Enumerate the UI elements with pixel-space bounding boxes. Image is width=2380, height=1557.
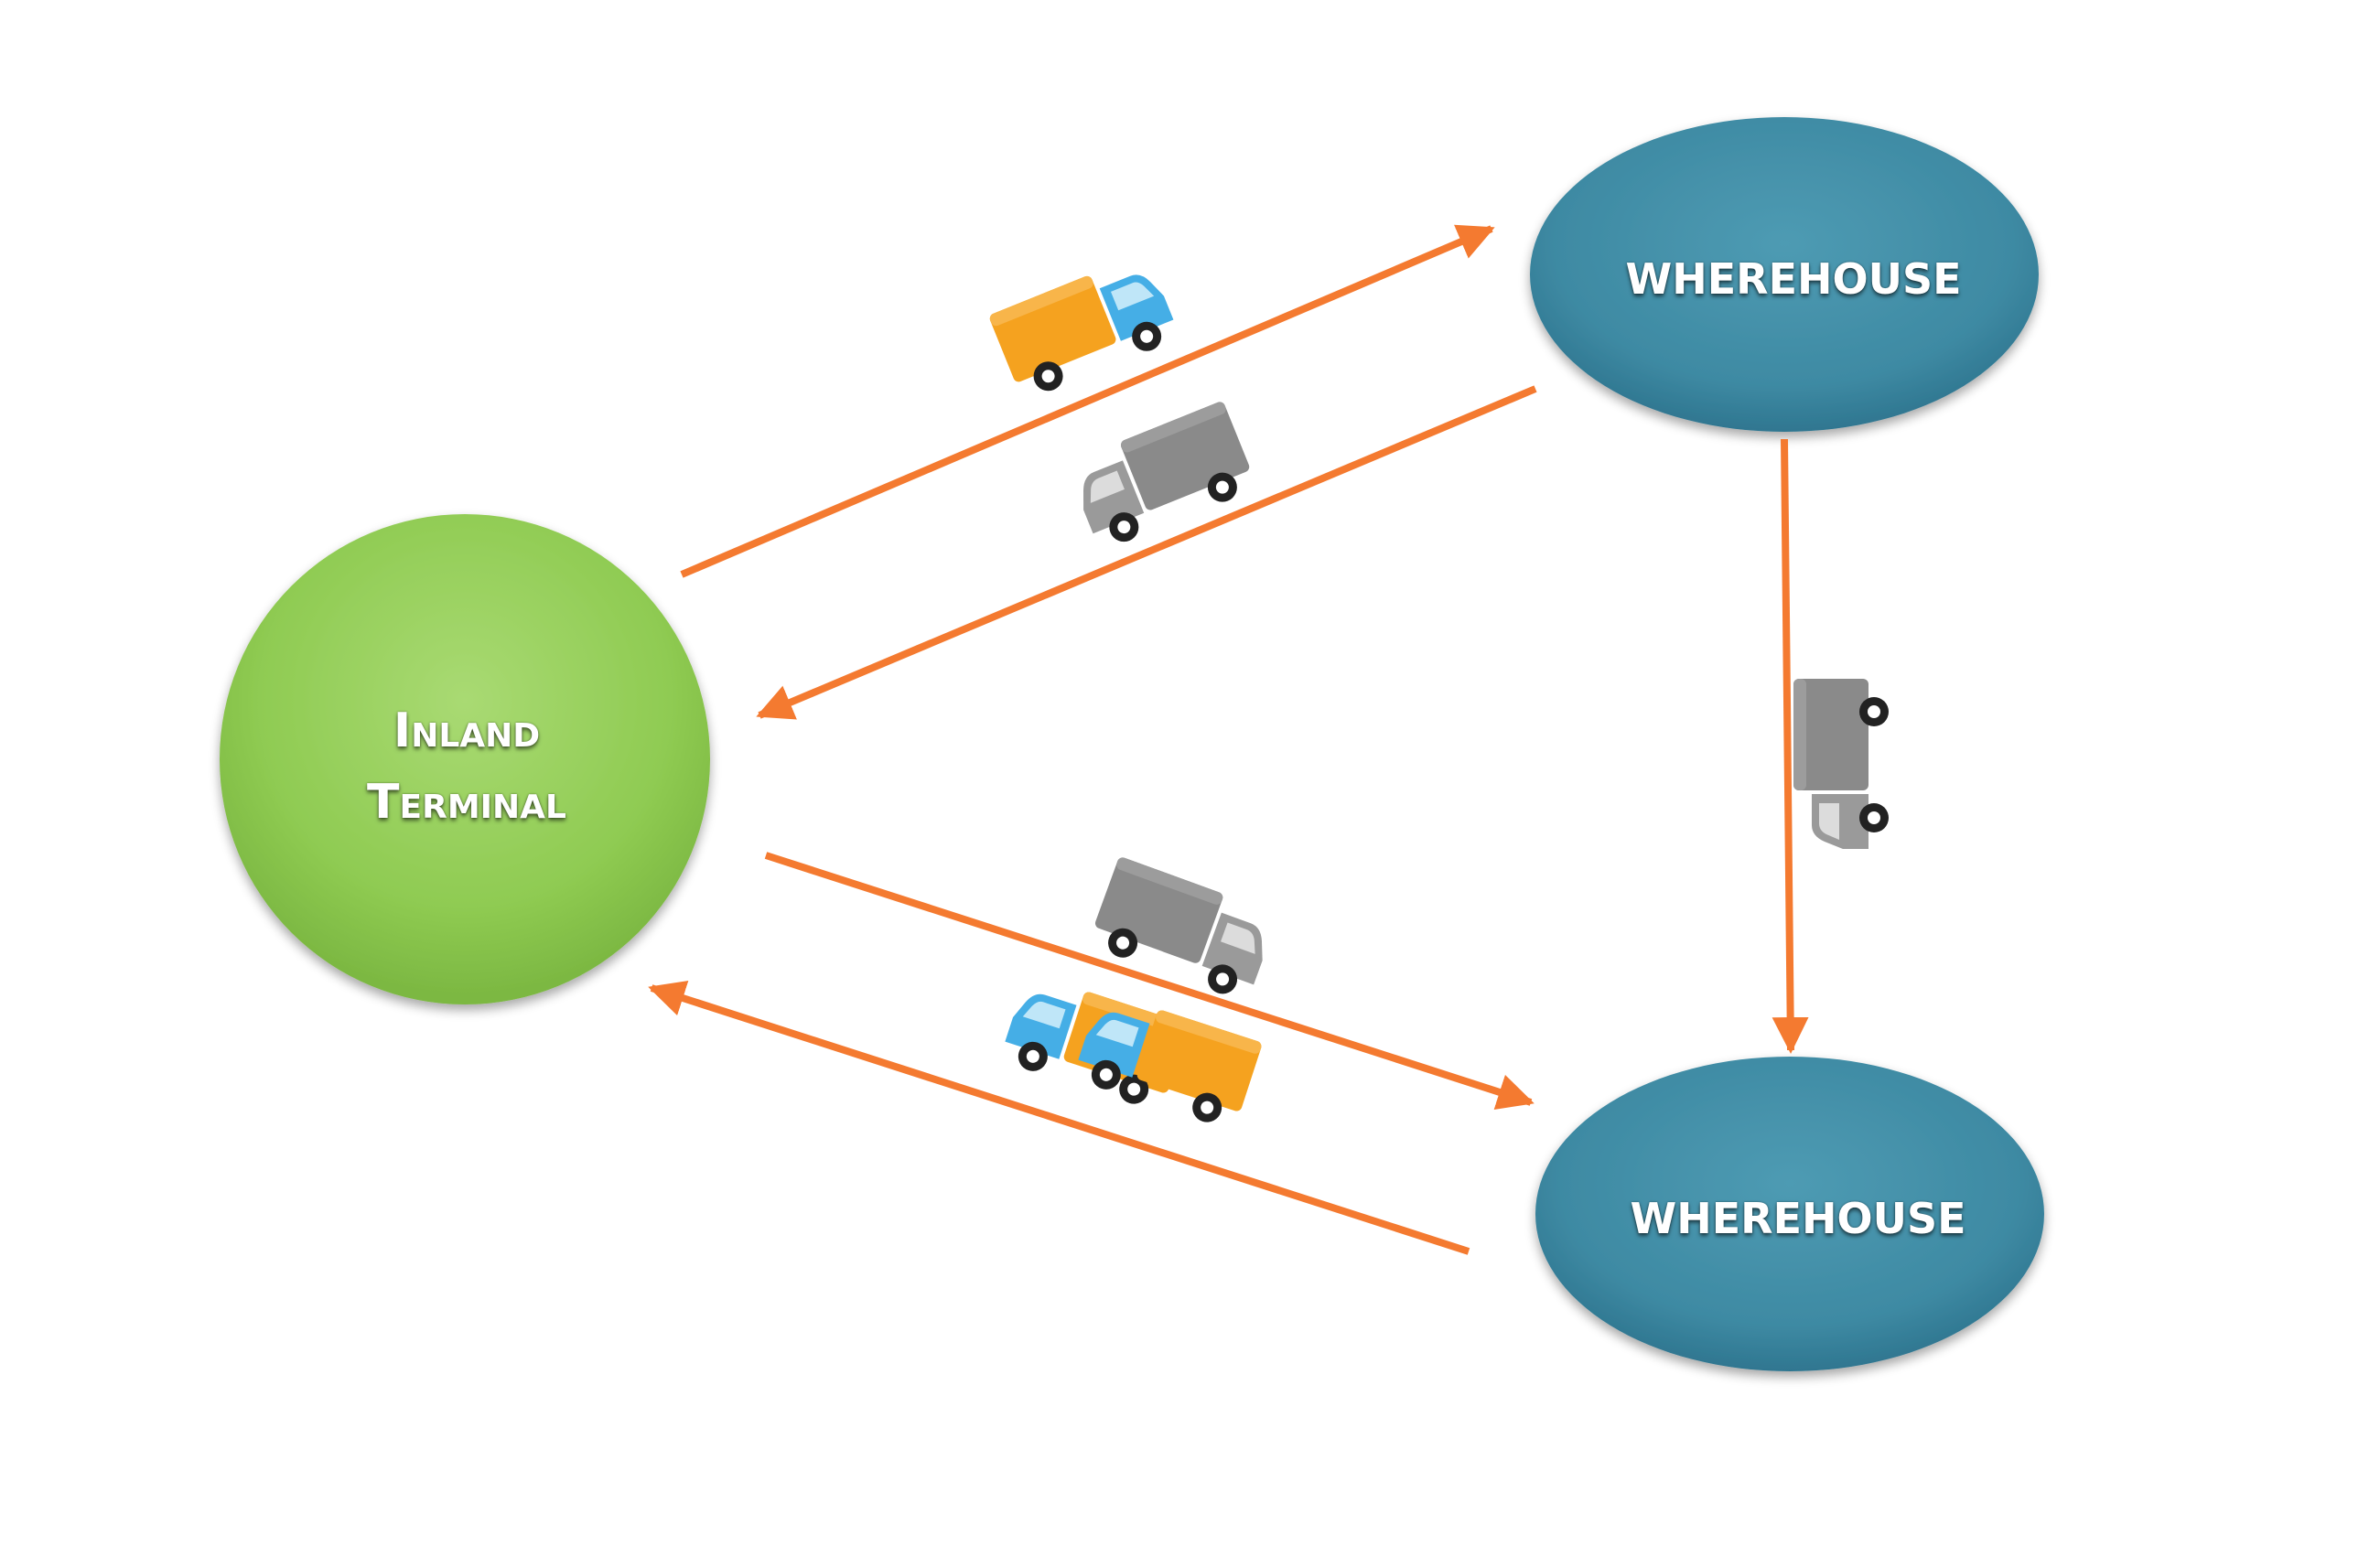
truck-gray-icon	[1086, 855, 1280, 1004]
truck-gray-vertical-icon	[1793, 679, 1889, 849]
inland-terminal-label: Inland Terminal	[311, 695, 622, 838]
inland-terminal-node	[220, 514, 710, 1004]
arrow-warehouse-top-to-terminal	[756, 385, 1537, 720]
inland-terminal-label-line1: Inland	[393, 703, 541, 758]
warehouse-bottom-label: WHEREHOUSE	[1630, 1194, 1966, 1243]
warehouse-top-node	[1530, 117, 2039, 432]
arrow-warehouse-top-to-warehouse-bottom	[1772, 438, 1809, 1054]
warehouse-top-label: WHEREHOUSE	[1625, 254, 1962, 304]
warehouse-bottom-node	[1535, 1057, 2044, 1371]
arrow-warehouse-bottom-to-terminal	[648, 981, 1470, 1255]
arrow-terminal-to-warehouse-bottom	[764, 852, 1535, 1110]
truck-orange-icon	[988, 252, 1181, 403]
truck-gray-icon	[1064, 400, 1259, 553]
inland-terminal-label-line2: Terminal	[367, 775, 566, 830]
arrow-terminal-to-warehouse-top	[680, 224, 1495, 578]
